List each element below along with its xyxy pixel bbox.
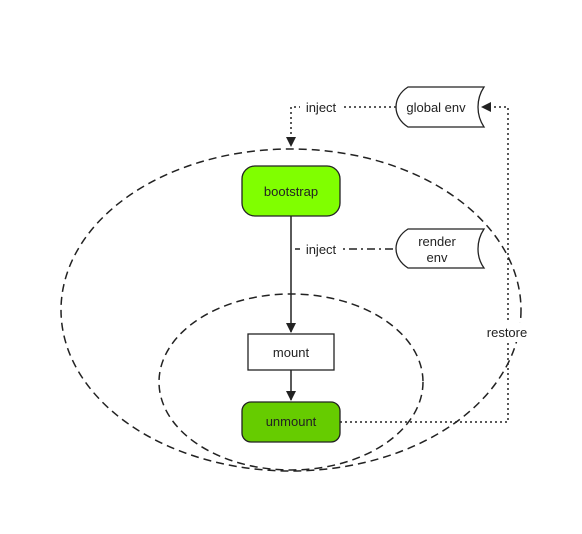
unmount-label: unmount [266, 414, 317, 429]
render-env-label-line1: render [418, 234, 456, 249]
global-env-node[interactable]: global env [395, 86, 486, 128]
restore-label: restore [487, 325, 527, 340]
global-env-label: global env [406, 100, 466, 115]
mount-label: mount [273, 345, 310, 360]
outer-lifecycle-boundary [60, 148, 522, 472]
render-env-label-line2: env [427, 250, 448, 265]
mount-node[interactable]: mount [247, 333, 335, 371]
inject-render-label: inject [306, 242, 337, 257]
unmount-node[interactable]: unmount [241, 401, 341, 443]
bootstrap-node[interactable]: bootstrap [241, 165, 341, 217]
render-env-node[interactable]: render env [395, 228, 486, 269]
restore-edge [340, 102, 509, 423]
bootstrap-label: bootstrap [264, 184, 318, 199]
inject-global-edge [286, 106, 396, 147]
inject-global-label: inject [306, 100, 337, 115]
